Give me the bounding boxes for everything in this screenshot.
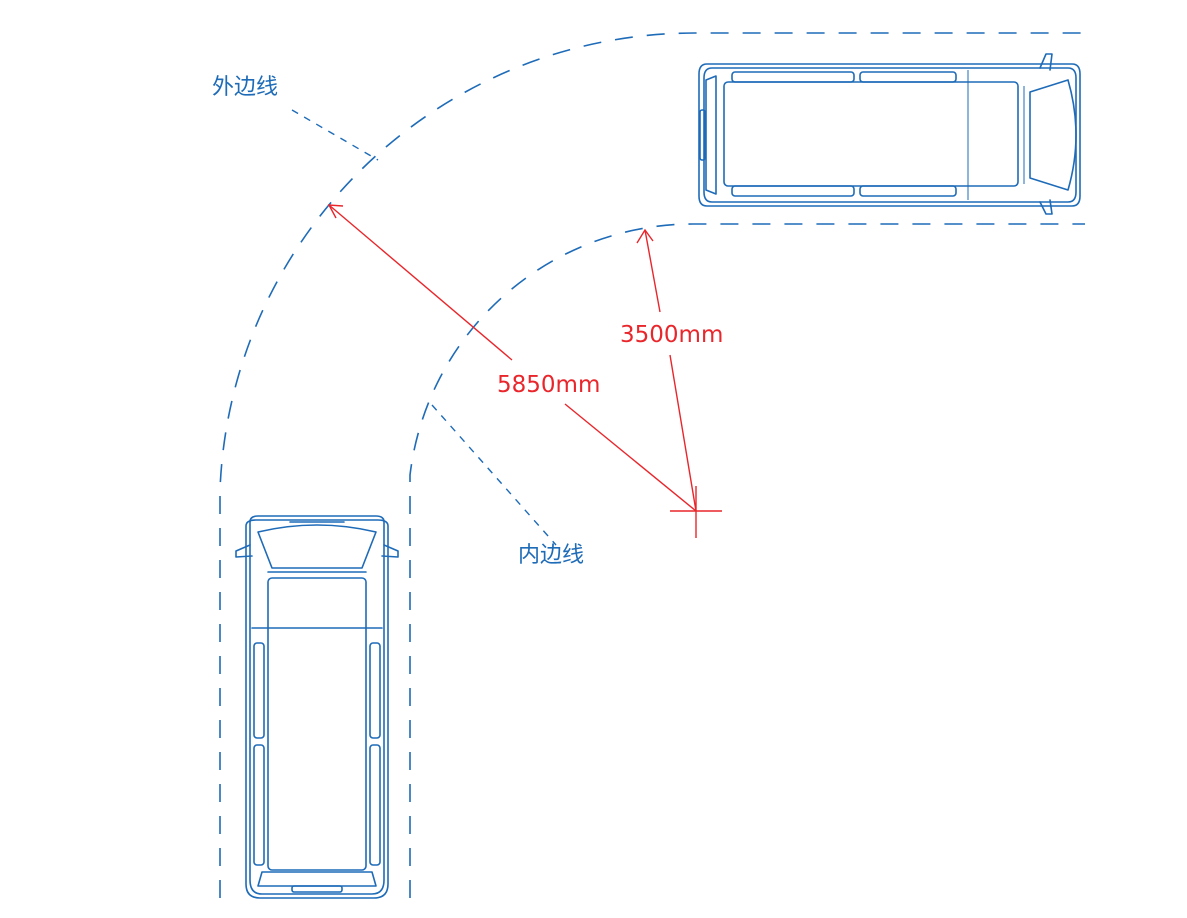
outer-edge-leader <box>291 109 379 161</box>
van-horizontal <box>698 53 1081 215</box>
outer-radius-dimension <box>327 204 697 512</box>
outer-edge-line <box>219 32 1085 898</box>
outer-radius-label: 5850mm <box>497 372 600 398</box>
van-vertical <box>235 515 399 899</box>
outer-edge-label: 外边线 <box>212 75 278 100</box>
inner-radius-dimension <box>636 228 697 512</box>
inner-edge-leader <box>431 404 557 546</box>
turning-center-crosshair <box>670 486 722 538</box>
inner-edge-line <box>409 223 1085 898</box>
inner-edge-label: 内边线 <box>518 543 584 568</box>
inner-radius-label: 3500mm <box>620 322 723 348</box>
